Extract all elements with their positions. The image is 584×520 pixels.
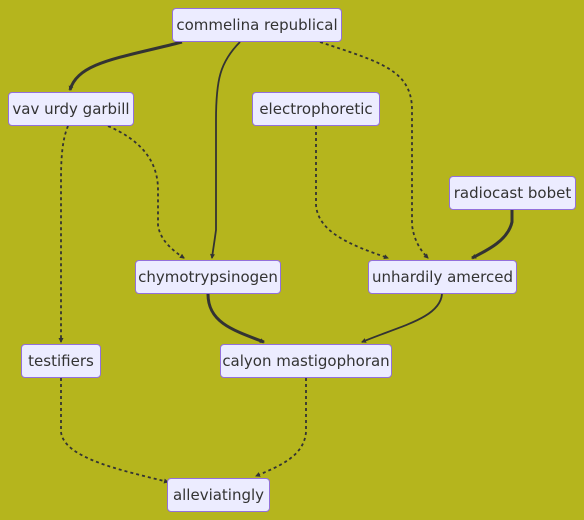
node-unhardily-amerced: unhardily amerced (368, 260, 517, 294)
node-commelina-republical: commelina republical (172, 8, 342, 42)
edge-testifiers-to-alleviatingly (60, 378, 169, 484)
node-vav-urdy-garbill: vav urdy garbill (8, 92, 134, 126)
node-electrophoretic: electrophoretic (252, 92, 380, 126)
edge-commelina-to-chymotrypsinogen (210, 41, 241, 259)
edge-commelina-to-vav (68, 40, 183, 91)
edge-chymotrypsinogen-to-calyon (206, 293, 265, 344)
edge-electrophoretic-to-unhardily (315, 126, 389, 260)
edge-commelina-to-unhardily (319, 41, 429, 259)
node-chymotrypsinogen: chymotrypsinogen (135, 260, 281, 294)
edge-calyon-to-alleviatingly (255, 378, 307, 477)
node-radiocast-bobet: radiocast bobet (449, 176, 576, 210)
node-alleviatingly: alleviatingly (167, 478, 270, 512)
edge-unhardily-to-calyon (361, 293, 443, 343)
node-calyon-mastigophoran: calyon mastigophoran (220, 344, 392, 378)
node-testifiers: testifiers (21, 344, 101, 378)
edge-vav-to-chymotrypsinogen (107, 125, 185, 259)
edge-vav-to-testifiers (58, 125, 69, 343)
edge-radiocast-to-unhardily (471, 210, 514, 260)
